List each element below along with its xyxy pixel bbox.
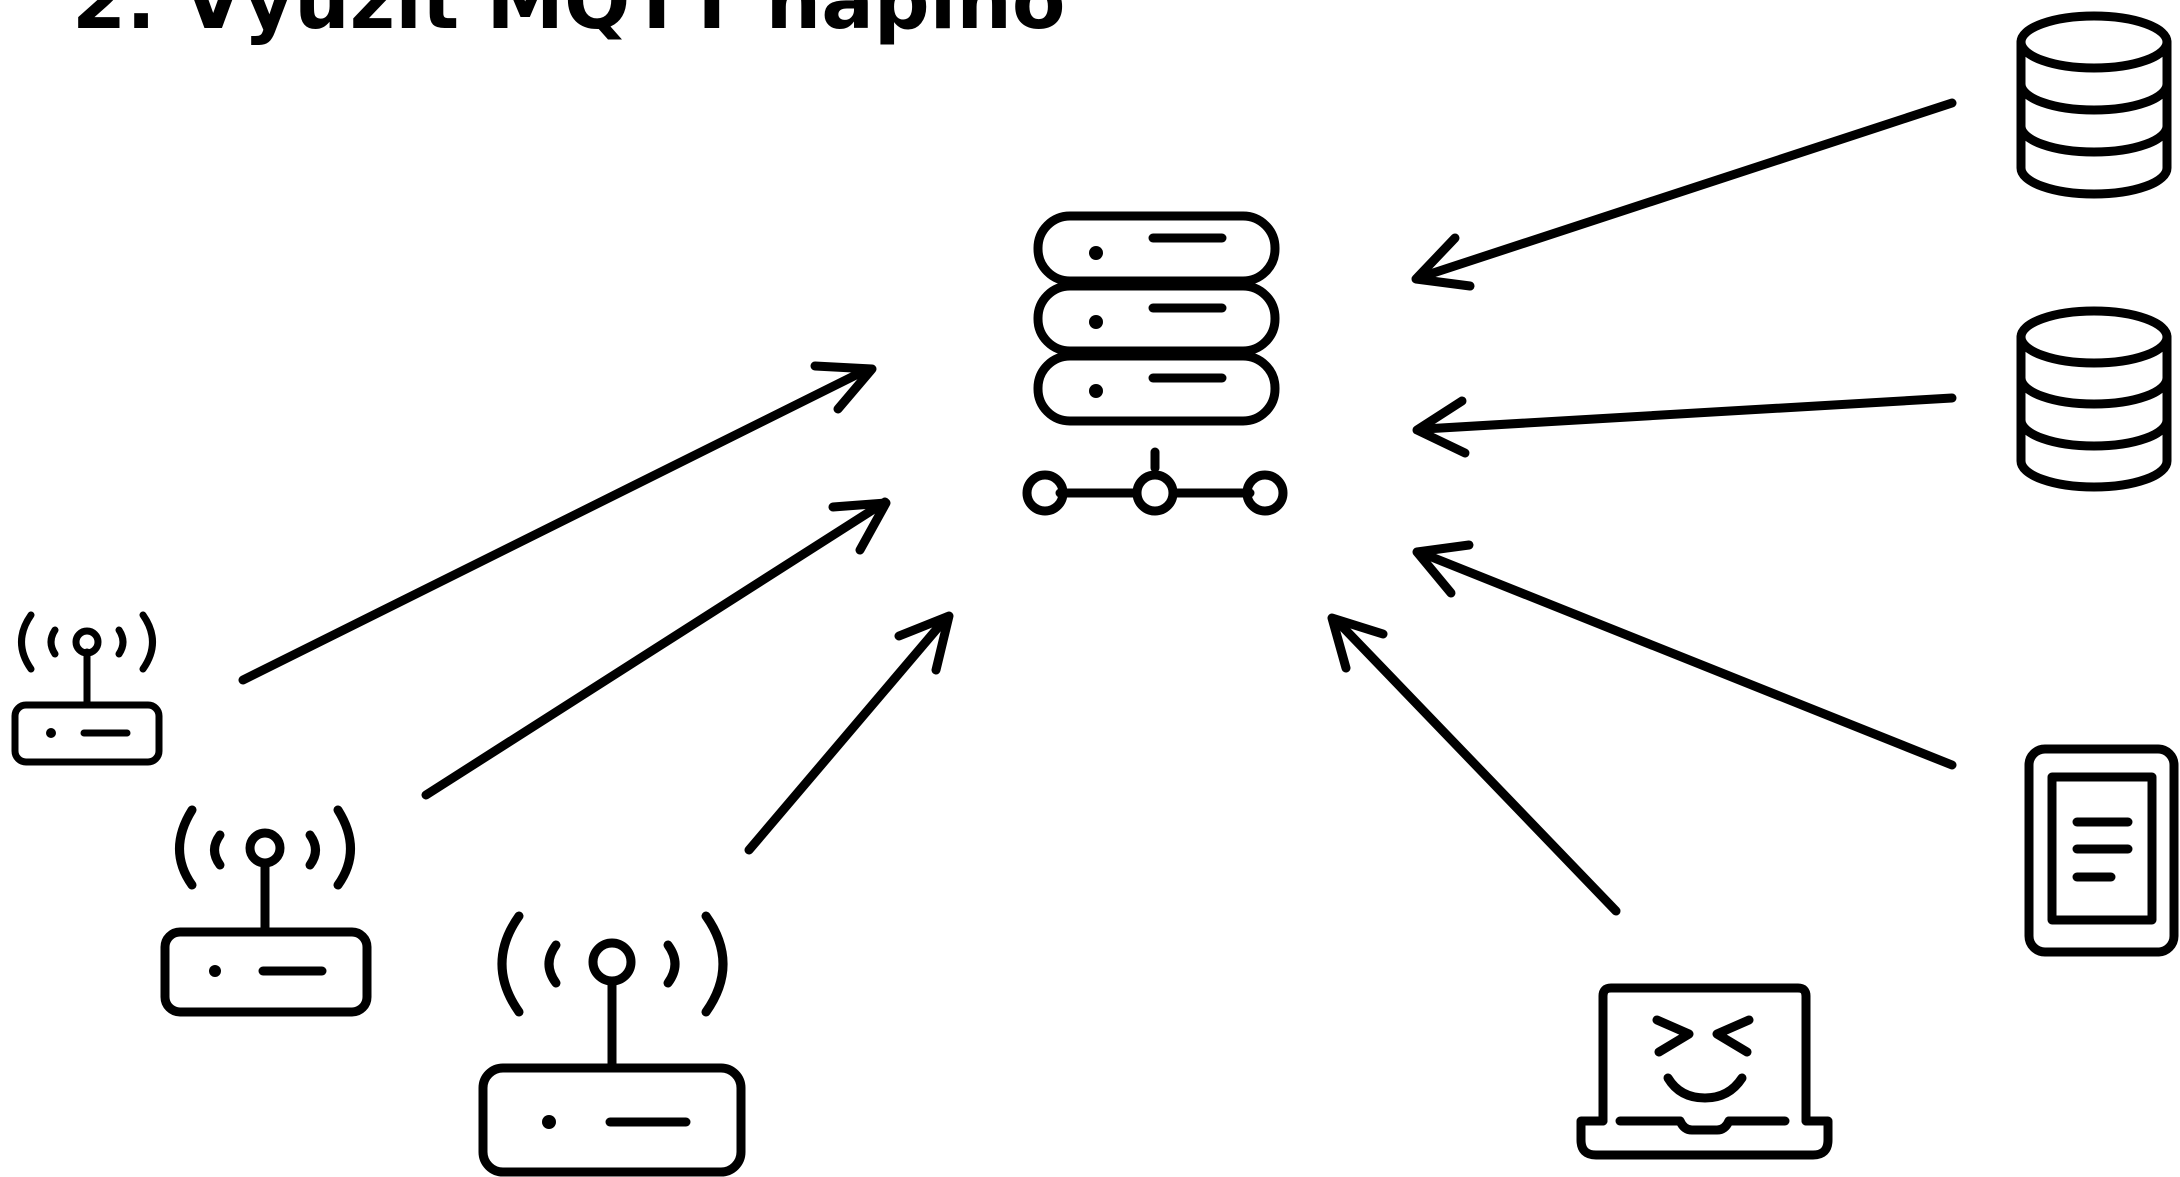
tablet-icon	[2024, 744, 2179, 957]
router-icon	[478, 911, 746, 1177]
laptop-icon	[1576, 983, 1833, 1160]
arrow-router2-to-server	[421, 497, 891, 800]
arrow-db2-to-server	[1412, 393, 1957, 458]
database-icon	[2016, 306, 2172, 492]
server-stack-icon	[1022, 211, 1288, 516]
arrow-laptop-to-server	[1327, 613, 1621, 916]
arrow-router1-to-server	[238, 361, 877, 685]
router-icon	[11, 611, 163, 766]
arrow-db1-to-server	[1411, 98, 1957, 291]
slide-title: 2. Využít MQTT naplno	[72, 0, 1066, 47]
arrow-router3-to-server	[744, 611, 954, 855]
router-icon	[160, 805, 372, 1017]
database-icon	[2016, 11, 2172, 199]
arrow-tablet-to-server	[1412, 540, 1957, 770]
